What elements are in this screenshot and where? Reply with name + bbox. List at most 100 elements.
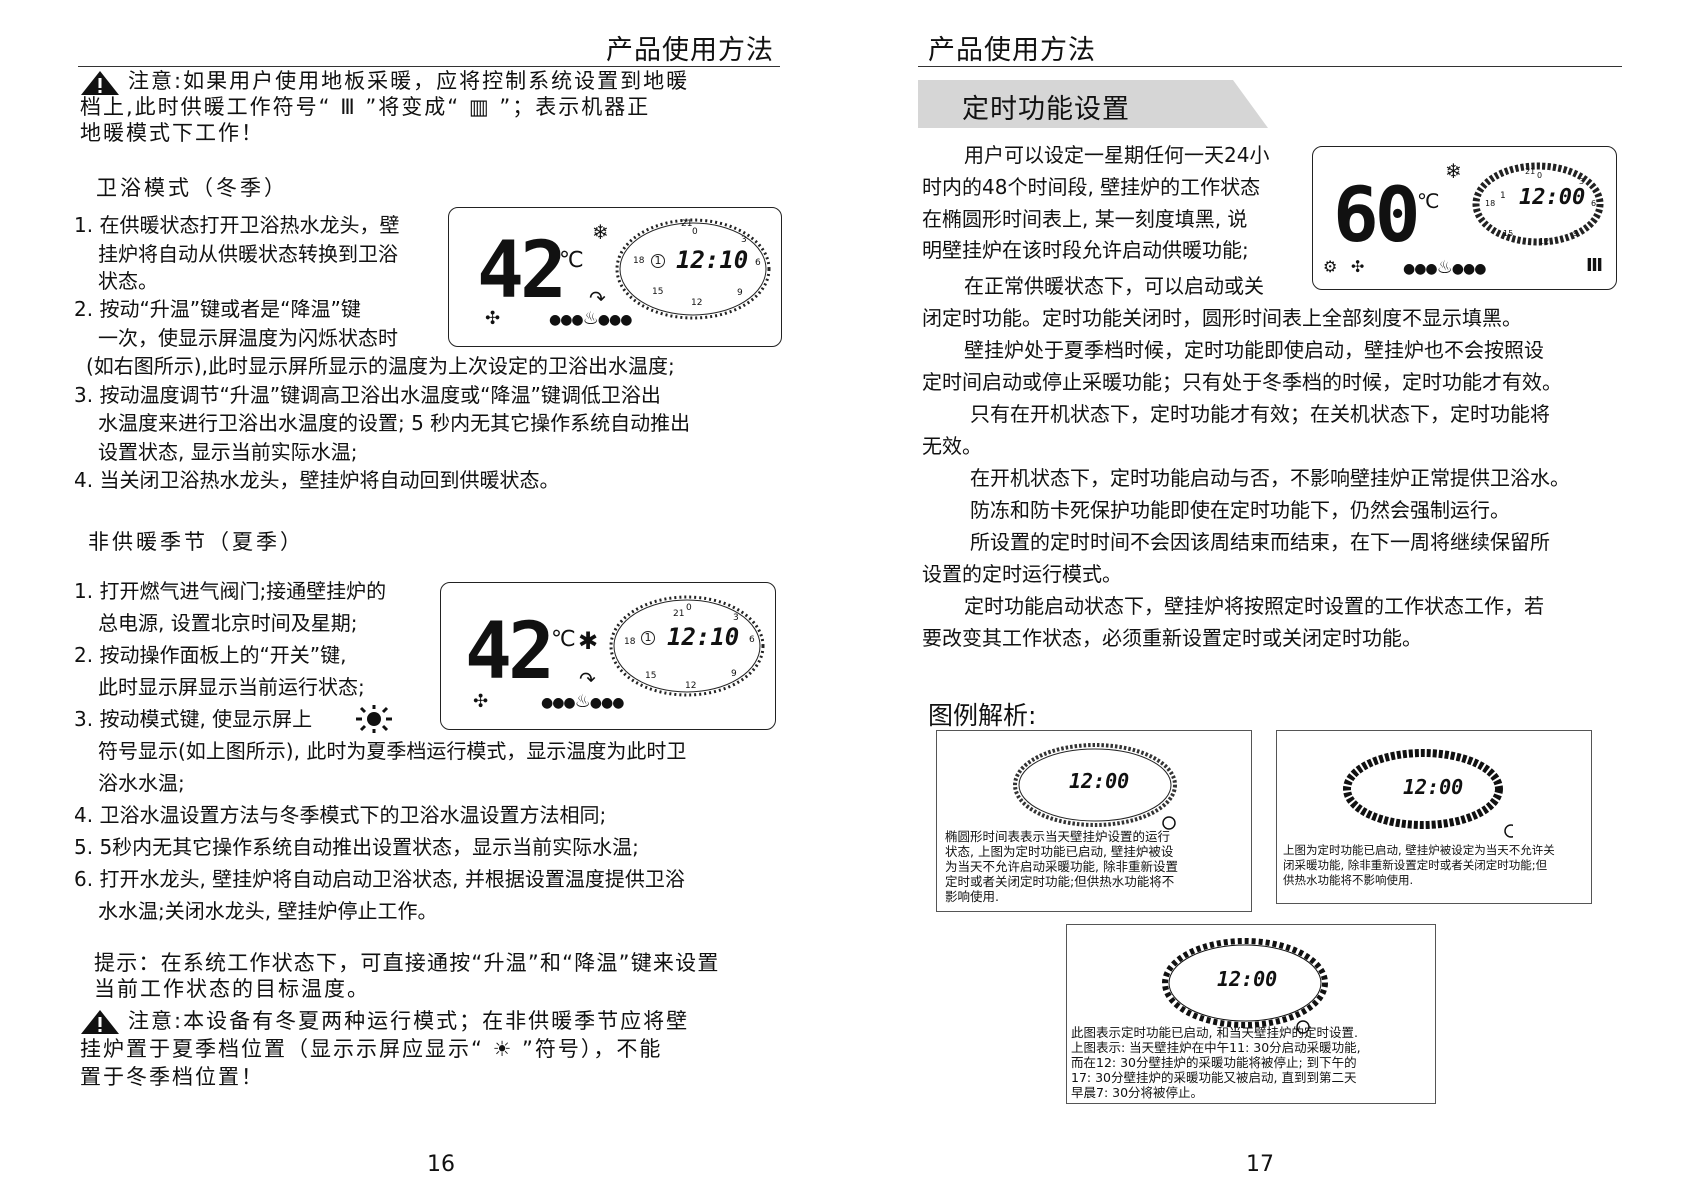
lcd-temperature: 60 [1333,170,1420,259]
warning-top-line-1: 注意:如果用户使用地板采暖，应将控制系统设置到地暖 [128,69,690,93]
section-winter-line-5: 一次，使显示屏温度为闪烁状态时 [98,326,398,350]
section-summer-line-11: 水水温;关闭水龙头, 壁挂炉停止工作。 [98,899,438,923]
tick-label-9: 9 [731,669,737,679]
legend-clock: 12:00 [1403,775,1464,799]
lcd-clock: 12:10 [676,246,749,274]
body-line-4: 只有在开机状态下，定时功能才有效；在关机状态下，定时功能将 [970,402,1550,426]
warning-bottom-line-2: 挂炉置于夏季档位置（显示示屏应显示“ ☀ ”符号），不能 [80,1037,663,1061]
tick-label-18: 18 [624,637,636,647]
legend-3-caption-line-2: 上图表示: 当天壁挂炉在中午11: 30分启动采暖功能, [1071,1040,1361,1055]
tick-label-12: 12 [685,681,697,691]
lcd-display-summer: 42 ℃ ✱ ↷ ✣ ●●●♨●●● 21 0 3 18 6 15 12 9 1… [440,582,776,730]
warning-triangle-icon [81,71,119,95]
lcd-temperature: 42 [465,607,555,697]
legend-3-caption-line-1: 此图表示定时功能已启动, 和当天壁挂炉的定时设置. [1071,1025,1358,1040]
legend-clock: 12:00 [1069,769,1130,793]
body-line-9: 设置的定时运行模式。 [922,562,1122,586]
section-summer-line-5: 3. 按动模式键, 使显示屏上 [74,707,313,731]
tick-label-18: 18 [633,256,645,266]
legend-3-caption-line-5: 早晨7: 30分将被停止。 [1071,1085,1204,1100]
lcd-display-timer: 60 ℃ ❄ ⚙ ✣ ●●●♨●●● Ⅲ 21 0 3 18 6 15 12 9… [1312,146,1617,290]
legend-box-1: 12:00 椭圆形时间表表示当天壁挂炉设置的运行 状态, 上图为定时功能已启动,… [936,730,1252,912]
legend-1-caption-line-4: 定时或者关闭定时功能;但供热水功能将不 [945,874,1175,889]
floor-heating-icon: ⚙ [1323,257,1338,276]
tick-label-3: 3 [733,613,739,623]
tick-label-6: 6 [755,258,761,268]
banner-title: 定时功能设置 [962,94,1130,125]
oval-timetable-icon [1472,162,1604,246]
tick-label-21: 21 [673,609,685,619]
lcd-celsius-unit: ℃ [1417,189,1440,213]
section-winter-line-3: 状态。 [98,269,158,293]
legend-2-caption-line-3: 供热水功能将不影响使用. [1283,873,1414,887]
sun-small-icon: ✱ [578,627,599,655]
tick-label-6: 6 [1591,199,1597,208]
section-summer-line-3: 2. 按动操作面板上的“开关”键, [74,643,347,667]
section-summer-line-7: 浴水水温; [98,771,185,795]
tick-label-12: 12 [691,298,703,308]
tick-label-15: 15 [1503,229,1514,238]
legend-clock: 12:00 [1217,967,1278,991]
intro-line-5: 在正常供暖状态下，可以启动或关 [964,274,1264,298]
legend-1-caption-line-1: 椭圆形时间表表示当天壁挂炉设置的运行 [945,829,1171,844]
fan-icon: ✣ [1351,257,1365,276]
flame-level-icon: ●●●♨●●● [1403,257,1486,278]
oval-timetable-icon [1013,743,1177,830]
snowflake-icon: ❄ [1445,159,1462,183]
right-header-rule [918,66,1622,67]
right-page-header: 产品使用方法 [928,35,1096,66]
intro-line-2: 时内的48个时间段, 壁挂炉的工作状态 [922,175,1261,199]
body-line-5: 无效。 [922,434,982,458]
lcd-temperature: 42 [477,226,567,316]
section-summer-line-4: 此时显示屏显示当前运行状态; [98,675,365,699]
lcd-clock: 12:00 [1519,185,1586,210]
warning-triangle-icon [81,1010,119,1034]
tick-label-0: 0 [686,603,692,613]
section-winter-line-6: (如右图所示),此时显示屏所显示的温度为上次设定的卫浴出水温度; [86,354,675,378]
section-winter-line-9: 设置状态, 显示当前实际水温; [98,440,358,464]
radiator-icon: Ⅲ [1586,255,1604,276]
tick-label-3: 3 [741,235,747,245]
lcd-weekday: 1 [641,631,655,645]
section-summer-line-10: 6. 打开水龙头, 壁挂炉将自动启动卫浴状态, 并根据设置温度提供卫浴 [74,867,685,891]
section-winter-line-2: 挂炉将自动从供暖状态转换到卫浴 [98,242,398,266]
legend-2-caption-line-2: 闭采暖功能, 除非重新设置定时或者关闭定时功能;但 [1283,858,1548,872]
body-line-8: 所设置的定时时间不会因该周结束而结束，在下一周将继续保留所 [970,530,1550,554]
section-winter-title: 卫浴模式（冬季） [96,176,288,200]
section-summer-line-8: 4. 卫浴水温设置方法与冬季模式下的卫浴水温设置方法相同; [74,803,607,827]
flame-level-icon: ●●●♨●●● [541,691,624,712]
body-line-2: 壁挂炉处于夏季档时候，定时功能即使启动，壁挂炉也不会按照设 [964,338,1544,362]
tick-label-15: 15 [652,287,664,297]
left-header-rule [78,66,780,67]
tick-label-21: 21 [681,219,693,229]
tick-label-6: 6 [749,635,755,645]
body-line-3: 定时间启动或停止采暖功能；只有处于冬季档的时候，定时功能才有效。 [922,370,1562,394]
tick-label-3: 3 [1579,177,1585,186]
section-winter-line-7: 3. 按动温度调节“升温”键调高卫浴出水温度或“降温”键调低卫浴出 [74,383,661,407]
section-summer-line-9: 5. 5秒内无其它操作系统自动推出设置状态，显示当前实际水温; [74,835,639,859]
lcd-celsius-unit: ℃ [551,627,576,652]
lcd-clock: 12:10 [667,623,740,651]
section-winter-line-10: 4. 当关闭卫浴热水龙头，壁挂炉将自动回到供暖状态。 [74,468,560,492]
body-line-11: 要改变其工作状态，必须重新设置定时或关闭定时功能。 [922,626,1422,650]
tick-label-0: 0 [1537,171,1543,180]
right-page-number: 17 [1246,1152,1274,1177]
oval-timetable-icon [609,595,765,697]
legend-1-caption-line-2: 状态, 上图为定时功能已启动, 壁挂炉被设 [945,844,1174,859]
section-winter-line-1: 1. 在供暖状态打开卫浴热水龙头，壁 [74,213,400,237]
intro-line-1: 用户可以设定一星期任何一天24小 [964,143,1270,167]
snowflake-icon: ❄ [592,220,609,244]
left-page-number: 16 [427,1152,455,1177]
warning-bottom-line-1: 注意:本设备有冬夏两种运行模式；在非供暖季节应将壁 [128,1009,690,1033]
lcd-weekday: 1 [651,254,665,268]
legend-box-3: 12:00 此图表示定时功能已启动, 和当天壁挂炉的定时设置. 上图表示: 当天… [1066,924,1436,1104]
left-page-header: 产品使用方法 [606,35,774,66]
section-winter-line-8: 水温度来进行卫浴出水温度的设置; 5 秒内无其它操作系统自动推出 [98,411,691,435]
warning-top-line-3: 地暖模式下工作！ [80,121,264,145]
flame-level-icon: ●●●♨●●● [549,308,632,329]
tip-line-2: 当前工作状态的目标温度。 [94,977,370,1001]
tick-label-9: 9 [737,288,743,298]
intro-line-3: 在椭圆形时间表上, 某一刻度填黑, 说 [922,207,1248,231]
oval-timetable-icon [1162,938,1328,1034]
body-line-10: 定时功能启动状态下，壁挂炉将按照定时设置的工作状态工作，若 [964,594,1544,618]
